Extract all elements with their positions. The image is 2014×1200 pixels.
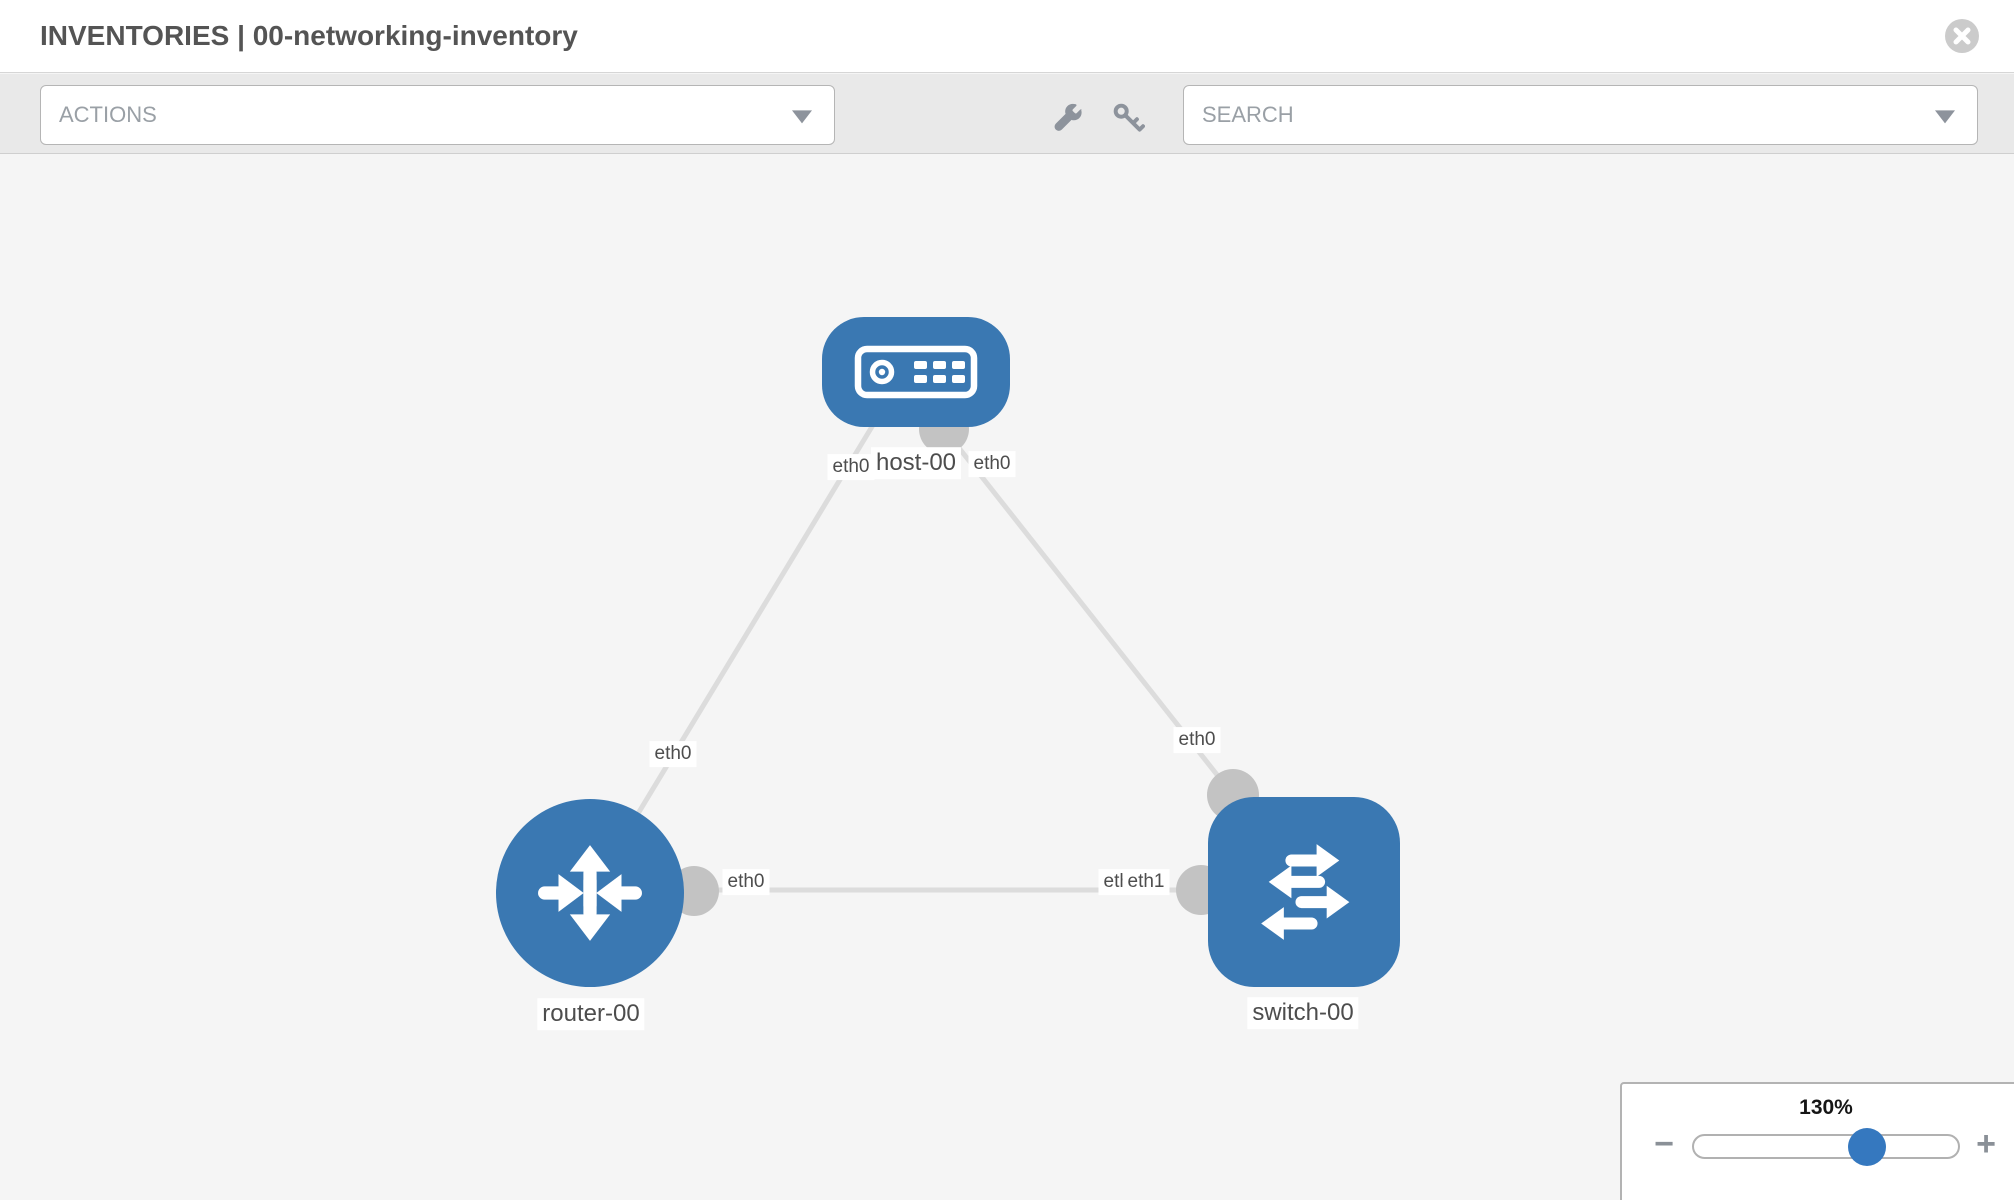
close-button[interactable] (1945, 19, 1979, 53)
node-label-router: router-00 (537, 998, 645, 1030)
zoom-slider-handle[interactable] (1848, 1128, 1886, 1166)
interface-label-router-switch-switch-end: eth1 (1122, 869, 1170, 895)
actions-dropdown[interactable]: ACTIONS (40, 85, 835, 145)
node-host-00[interactable] (822, 317, 1010, 427)
actions-dropdown-label: ACTIONS (59, 102, 157, 127)
interface-label-host-router-router-end: eth0 (649, 741, 697, 767)
zoom-slider-track[interactable] (1692, 1128, 1960, 1166)
zoom-out-button[interactable]: − (1654, 1125, 1674, 1163)
switch-arrows-icon (1261, 844, 1350, 940)
interface-label-router-switch-router-end: eth0 (722, 869, 770, 895)
page-header: INVENTORIES | 00-networking-inventory (0, 0, 2014, 73)
zoom-value: 130% (1799, 1096, 1853, 1119)
node-router-00[interactable] (496, 799, 684, 987)
node-label-switch: switch-00 (1247, 997, 1359, 1029)
node-switch-00[interactable] (1208, 797, 1400, 987)
topology-canvas[interactable]: host-00 router-00 switch-00 eth0 eth0 et… (0, 155, 2014, 1200)
page-title: INVENTORIES | 00-networking-inventory (40, 20, 578, 51)
close-icon (1953, 27, 1971, 45)
chevron-down-icon (1935, 110, 1955, 124)
configure-button[interactable] (1048, 98, 1088, 138)
interface-label-host-switch-switch-end: eth0 (1173, 727, 1221, 753)
interface-label-host-router-host-end: eth0 (827, 454, 875, 480)
zoom-panel: 130% − + (1620, 1082, 2014, 1200)
toolbar: ACTIONS SEARCH (0, 74, 2014, 154)
credentials-button[interactable] (1108, 98, 1148, 138)
router-arrows-icon (538, 845, 642, 941)
key-icon (1113, 103, 1145, 132)
zoom-in-button[interactable]: + (1976, 1125, 1996, 1163)
node-label-host: host-00 (870, 447, 962, 479)
wrench-icon (1054, 103, 1082, 131)
server-icon (854, 345, 978, 399)
chevron-down-icon (792, 110, 812, 124)
search-dropdown[interactable]: SEARCH (1183, 85, 1978, 145)
interface-label-host-switch-host-end: eth0 (968, 451, 1016, 477)
search-dropdown-label: SEARCH (1202, 102, 1294, 127)
